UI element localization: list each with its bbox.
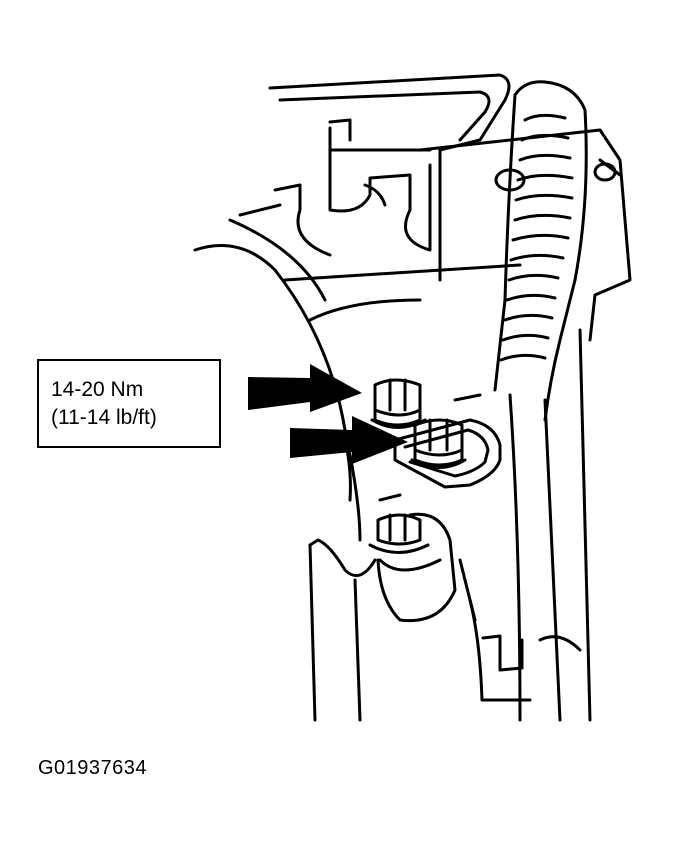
figure-id: G01937634 xyxy=(38,757,148,779)
mounting-bracket xyxy=(238,148,522,322)
torque-spec-callout: 14-20 Nm (11-14 lb/ft) xyxy=(37,359,221,448)
arrow-to-lower-bolt xyxy=(290,416,408,464)
bolt-lower xyxy=(410,418,467,469)
torque-imperial: (11-14 lb/ft) xyxy=(51,405,157,429)
arrow-to-upper-bolt xyxy=(248,364,362,412)
corrugated-hose xyxy=(493,80,588,422)
lower-mount xyxy=(308,493,457,722)
upper-housing xyxy=(268,73,632,342)
lower-tube xyxy=(508,328,592,722)
torque-metric: 14-20 Nm xyxy=(51,377,144,401)
clamp-plate xyxy=(393,393,502,489)
lower-right-bracket xyxy=(458,558,532,702)
bolt-upper xyxy=(370,378,427,429)
